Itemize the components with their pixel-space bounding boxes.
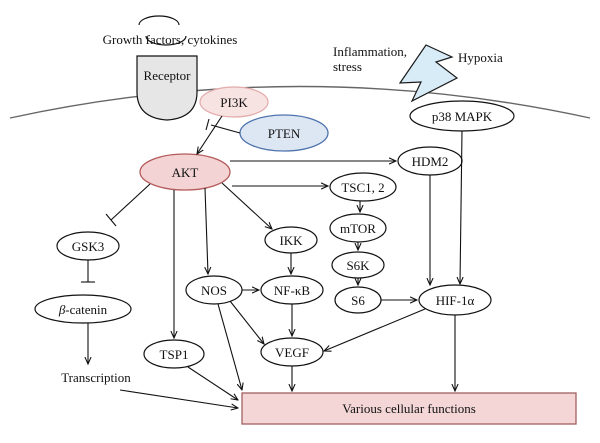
s6k-label: S6K — [346, 258, 370, 273]
gsk3-label: GSK3 — [72, 239, 105, 254]
inflammation-label: Inflammation, stress — [333, 44, 410, 74]
beta-catenin-node — [34, 294, 132, 324]
inhibit-akt-gsk3-bar — [105, 213, 117, 227]
lightning-bolt-icon — [398, 44, 459, 103]
hif1a-label: HIF-1α — [436, 293, 475, 308]
beta-catenin-label: β-catenin — [58, 302, 108, 317]
tsp1-label: TSP1 — [160, 347, 189, 362]
akt-node — [139, 153, 231, 191]
arrow-hif1a-vegf — [324, 308, 426, 351]
growth-factors-label: Growth factors, cytokines — [103, 32, 238, 47]
inhibit-akt-gsk3 — [110, 183, 151, 221]
arrow-tsp1-box — [187, 366, 238, 400]
akt-label: AKT — [172, 165, 199, 180]
inhibit-pten-pi3k-bar — [205, 118, 210, 131]
arrow-nos-vegf — [229, 300, 264, 344]
hdm2-label: HDM2 — [412, 154, 449, 169]
transcription-label: Transcription — [61, 370, 131, 385]
inhibit-pten-pi3k — [210, 124, 241, 134]
pten-label: PTEN — [268, 126, 301, 141]
receptor-label: Receptor — [144, 68, 192, 83]
tsc-label: TSC1, 2 — [341, 180, 384, 195]
p38mapk-label: p38 MAPK — [432, 109, 493, 124]
various-functions-box — [241, 392, 577, 425]
arrow-akt-ikk — [221, 182, 272, 229]
arrow-pi3k-akt — [197, 115, 223, 154]
s6-label: S6 — [351, 293, 365, 308]
mtor-label: mTOR — [340, 221, 376, 236]
receptor-shape — [136, 55, 198, 121]
hypoxia-label: Hypoxia — [458, 50, 503, 65]
pi3k-node — [199, 86, 269, 118]
tsp1-node — [143, 339, 205, 369]
tsc-node — [329, 172, 397, 202]
arrow-nos-box — [217, 303, 242, 390]
various-functions-label: Various cellular functions — [342, 401, 476, 416]
pi3k-label: PI3K — [220, 95, 248, 110]
arrow-transcription-box — [119, 389, 238, 408]
arrow-p38-hif1a — [460, 130, 462, 284]
nos-label: NOS — [201, 283, 227, 298]
ikk-label: IKK — [279, 233, 303, 248]
cell-membrane — [9, 85, 591, 119]
vegf-label: VEGF — [275, 345, 309, 360]
receptor: Receptor — [136, 15, 198, 121]
arrow-akt-nos — [205, 187, 208, 274]
nfkb-label: NF-κB — [274, 283, 310, 298]
